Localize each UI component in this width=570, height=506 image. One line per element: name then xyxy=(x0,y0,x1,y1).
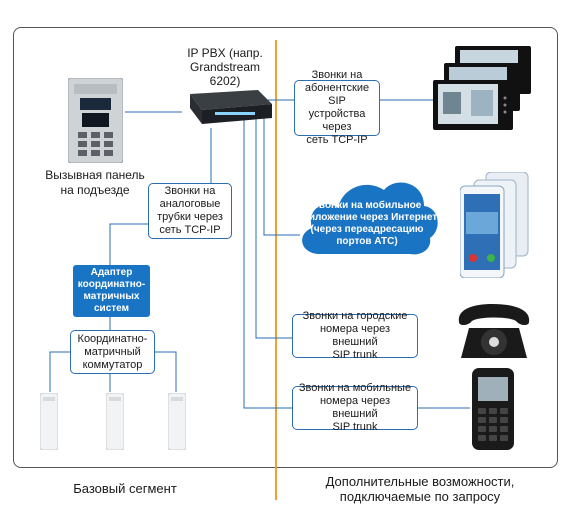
sip-box-line3: устройства через xyxy=(308,108,366,133)
mobile-app-cloud-text: Звонки на мобильное приложение через Инт… xyxy=(296,200,438,248)
city-box-line1: Звонки на городские xyxy=(302,310,408,322)
adapter-line4: систем xyxy=(93,303,129,314)
rotary-phone-icon xyxy=(455,300,533,367)
pbx-label-line2: Grandstream xyxy=(189,60,261,74)
sip-calls-box: Звонки на абонентские SIP устройства чер… xyxy=(294,69,380,146)
base-frame xyxy=(13,27,558,468)
crossbar-switch-box: Координатно- матричный коммутатор xyxy=(70,330,155,374)
cloud-line1: Звонки на мобильное xyxy=(312,200,422,211)
extra-features-line1: Дополнительные возможности, xyxy=(325,474,515,489)
cloud-icon xyxy=(292,168,442,265)
adapter-line2: координатно- xyxy=(77,279,146,290)
analog-calls-box: Звонки на аналоговые трубки через сеть T… xyxy=(148,183,232,239)
door-panel-label: Вызывная панель на подъезде xyxy=(35,168,155,198)
sip-box-line1: Звонки на xyxy=(311,69,363,81)
analog-box-line2: аналоговые xyxy=(159,198,221,210)
city-calls-box: Звонки на городские номера через внешний… xyxy=(292,310,418,361)
mobile-box-line1: Звонки на мобильные xyxy=(298,382,412,394)
adapter-line1: Адаптер xyxy=(90,267,133,278)
segment-divider xyxy=(275,40,277,500)
pbx-device-icon xyxy=(180,88,275,133)
door-panel-label-line2: на подъезде xyxy=(60,183,130,197)
handset-icon xyxy=(39,392,59,455)
switch-line1: Координатно- xyxy=(77,332,148,345)
sip-box-line2: абонентские SIP xyxy=(304,82,370,107)
extra-features-line2: подключаемые по запросу xyxy=(339,489,501,504)
switch-line2: матричный xyxy=(84,345,141,358)
pbx-label-line3: 6202) xyxy=(209,74,241,88)
mobile-phone-icon xyxy=(472,368,514,455)
pbx-label: IP PBX (напр. Grandstream 6202) xyxy=(180,46,270,88)
sip-box-line4: сеть TCP-IP xyxy=(306,134,368,146)
smartphone-icon xyxy=(459,171,532,283)
handset-icon xyxy=(105,392,125,455)
adapter-line3: матричных xyxy=(83,291,140,302)
door-panel-label-line1: Вызывная панель xyxy=(45,168,145,182)
pbx-label-line1: IP PBX (напр. xyxy=(187,46,263,60)
analog-box-line3: трубки через xyxy=(157,211,223,223)
mobile-calls-box: Звонки на мобильные номера через внешний… xyxy=(292,382,418,433)
door-panel-icon xyxy=(67,77,124,168)
analog-box-line4: сеть TCP-IP xyxy=(159,224,221,236)
adapter-box: Адаптер координатно- матричных систем xyxy=(73,265,150,317)
basic-segment-label: Базовый сегмент xyxy=(73,481,177,496)
switch-line3: коммутатор xyxy=(82,358,143,371)
cloud-line2: приложение через Интернет xyxy=(296,212,438,223)
extra-features-label: Дополнительные возможности, подключаемые… xyxy=(290,474,550,504)
video-monitor-icon xyxy=(433,46,533,137)
handset-icon xyxy=(167,392,187,455)
city-box-line3: SIP trunk xyxy=(332,349,378,361)
cloud-line3: (через переадресацию xyxy=(310,224,424,235)
cloud-line4: портов АТС) xyxy=(336,236,398,247)
analog-box-line1: Звонки на xyxy=(164,185,216,197)
mobile-box-line2: номера через внешний xyxy=(319,395,391,420)
city-box-line2: номера через внешний xyxy=(319,323,391,348)
mobile-box-line3: SIP trunk xyxy=(332,421,378,433)
